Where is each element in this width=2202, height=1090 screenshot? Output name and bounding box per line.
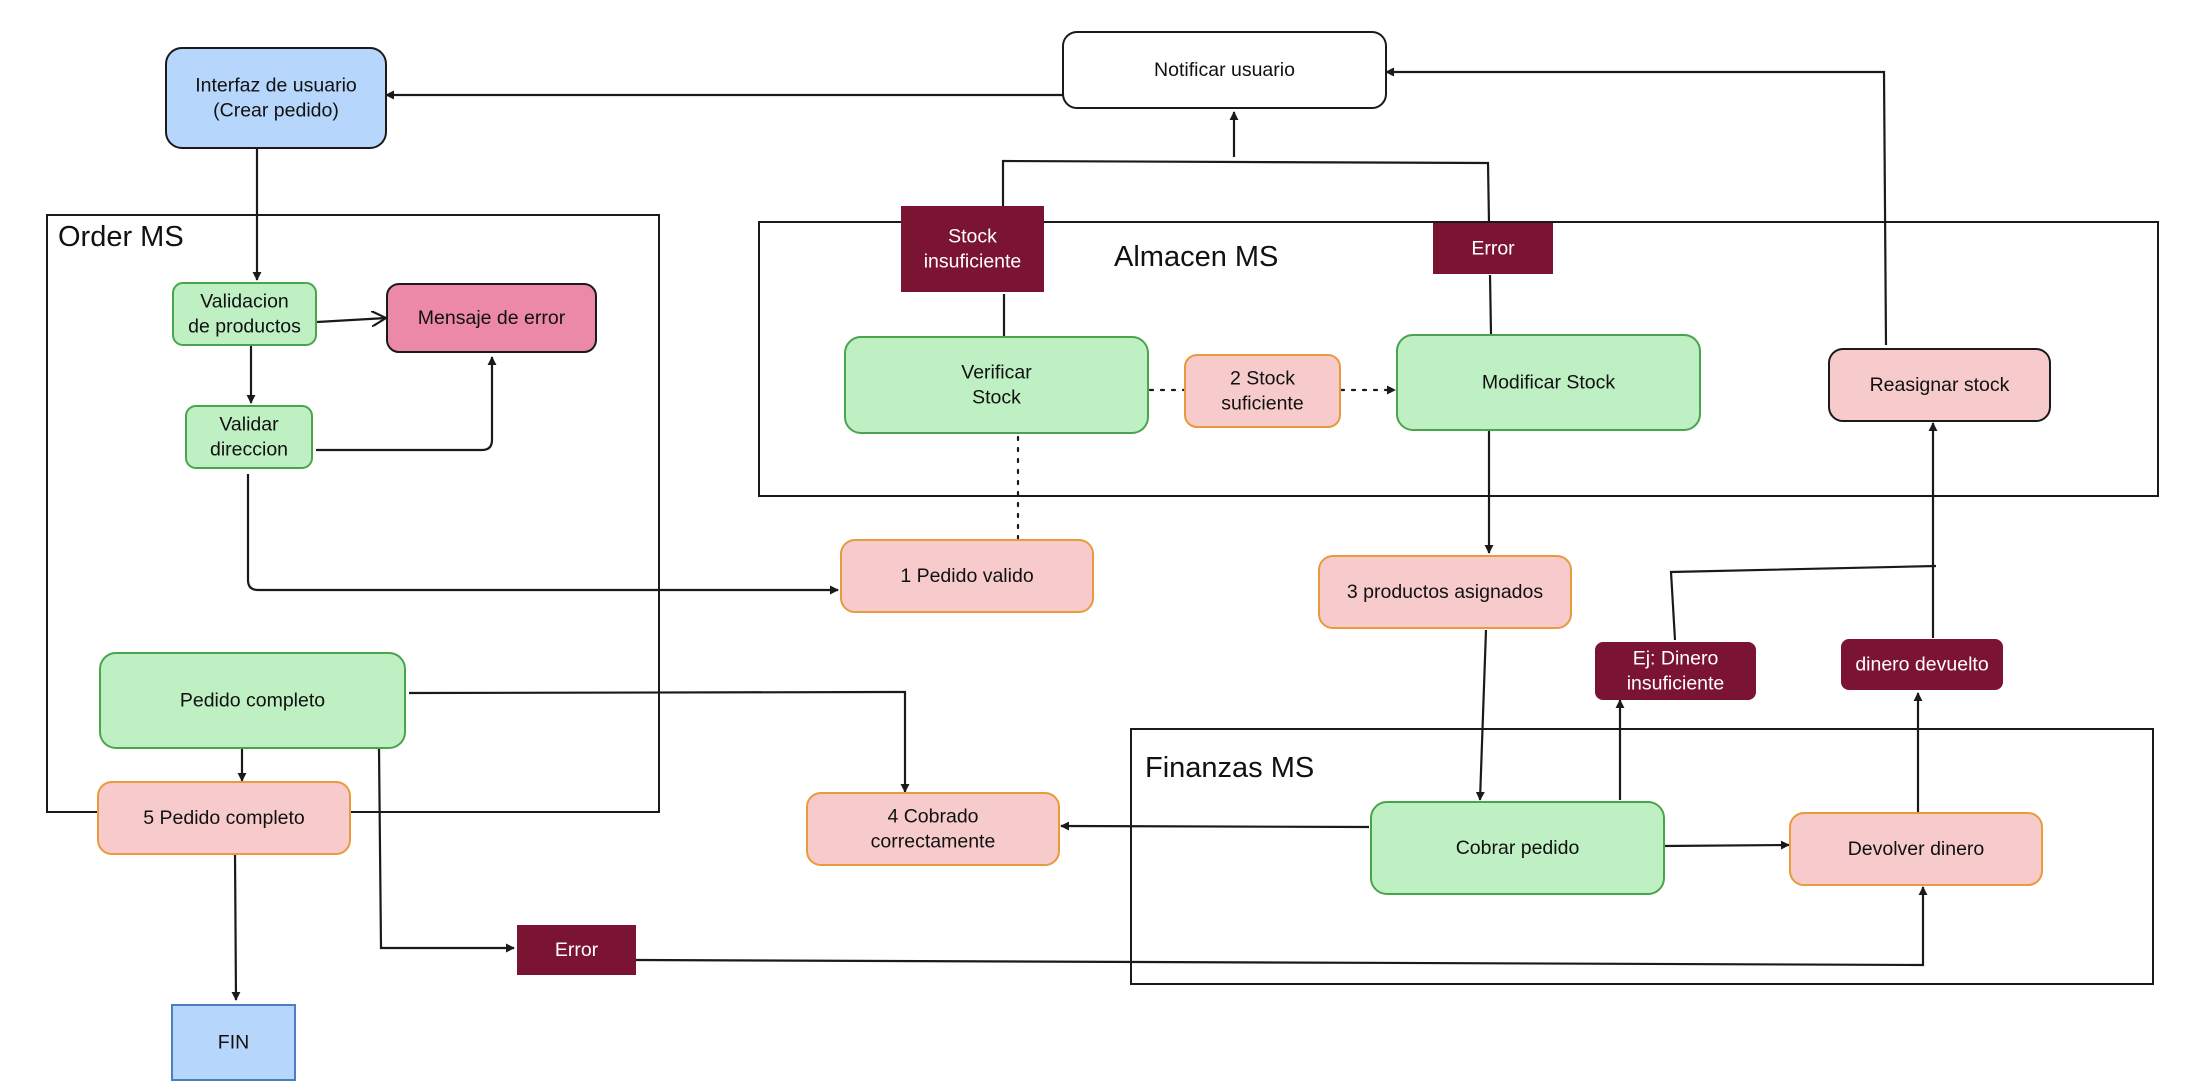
- node-stock-suficiente: 2 Stock suficiente: [1184, 354, 1341, 428]
- node-interfaz-label: (Crear pedido): [213, 100, 339, 122]
- node-productos-asignados-box: [1318, 555, 1572, 629]
- node-notificar-label: Notificar usuario: [1154, 59, 1295, 81]
- node-pedido-completo-step-label: 5 Pedido completo: [143, 807, 305, 829]
- node-stock-suficiente-box: [1184, 354, 1341, 428]
- region-almacen-ms-label: Almacen MS: [1114, 241, 1278, 273]
- edge-reasignar-to-notificar: [1385, 67, 1888, 346]
- node-productos-asignados-label: 3 productos asignados: [1347, 581, 1543, 603]
- node-verificar-stock-box: [844, 336, 1149, 434]
- node-interfaz: Interfaz de usuario (Crear pedido): [165, 47, 387, 149]
- node-reasignar-stock: Reasignar stock: [1828, 348, 2051, 422]
- edge-validacion-to-mensaje-error: [316, 318, 386, 322]
- region-finanzas-ms-label: Finanzas MS: [1145, 752, 1314, 784]
- region-almacen-ms: Almacen MS: [758, 221, 2159, 497]
- node-pedido-completo-step: 5 Pedido completo: [97, 781, 351, 855]
- edge-modificar-to-error: [1488, 274, 1493, 335]
- node-productos-asignados: 3 productos asignados: [1318, 555, 1572, 629]
- node-error-almacen-box: [1433, 223, 1553, 274]
- node-pedido-completo-main-box: [99, 652, 406, 749]
- node-fin-box: [171, 1004, 296, 1081]
- node-dinero-insuficiente-label: Ej: Dinero: [1633, 648, 1719, 670]
- edge-pedido-completo-to-error: [377, 747, 515, 953]
- node-stock-insuficiente-box: [901, 206, 1044, 292]
- edge-dinero-insuficiente-to-junction: [1669, 564, 1937, 641]
- node-mensaje-error-label: Mensaje de error: [418, 307, 566, 329]
- node-dinero-insuficiente-label: insuficiente: [1627, 673, 1725, 695]
- node-modificar-stock-label: Modificar Stock: [1482, 372, 1616, 394]
- node-pedido-valido: 1 Pedido valido: [840, 539, 1094, 613]
- node-cobrado: 4 Cobrado correctamente: [806, 792, 1060, 866]
- node-pedido-valido-label: 1 Pedido valido: [900, 565, 1034, 587]
- node-error-bottom-box: [517, 925, 636, 975]
- node-dinero-devuelto-box: [1841, 639, 2003, 690]
- region-order-ms: Order MS: [46, 214, 660, 813]
- edges: [231, 67, 1938, 1001]
- node-pedido-valido-box: [840, 539, 1094, 613]
- region-order-ms-label: Order MS: [58, 221, 184, 253]
- node-fin: FIN: [171, 1004, 296, 1081]
- node-cobrado-label: correctamente: [871, 831, 996, 853]
- node-verificar-stock-label: Stock: [972, 387, 1021, 409]
- node-pedido-completo-main-label: Pedido completo: [180, 690, 325, 712]
- node-notificar: Notificar usuario: [1062, 31, 1387, 109]
- node-cobrado-box: [806, 792, 1060, 866]
- node-error-almacen: Error: [1433, 223, 1553, 274]
- node-error-bottom-label: Error: [555, 939, 599, 961]
- nodes: Interfaz de usuario (Crear pedido) Notific…: [97, 31, 2051, 1081]
- edge-pedido-completo-to-cobrado: [408, 690, 910, 793]
- node-notificar-box: [1062, 31, 1387, 109]
- node-stock-suficiente-label: suficiente: [1221, 393, 1303, 415]
- node-stock-insuficiente-label: insuficiente: [924, 251, 1022, 273]
- node-error-almacen-label: Error: [1471, 238, 1515, 260]
- node-error-bottom: Error: [517, 925, 636, 975]
- region-finanzas-ms: Finanzas MS: [1130, 728, 2154, 985]
- node-dinero-devuelto-label: dinero devuelto: [1855, 654, 1989, 676]
- edge-error-to-devolver: [635, 886, 1928, 967]
- node-reasignar-stock-label: Reasignar stock: [1870, 374, 2010, 396]
- edge-stock-insuficiente-to-notificar: [1001, 159, 1491, 224]
- node-modificar-stock: Modificar Stock: [1396, 334, 1701, 431]
- node-stock-suficiente-label: 2 Stock: [1230, 368, 1295, 390]
- node-validar-direccion: Validar direccion: [185, 405, 313, 469]
- node-devolver-dinero-box: [1789, 812, 2043, 886]
- node-validar-direccion-box: [185, 405, 313, 469]
- node-dinero-insuficiente-box: [1595, 642, 1756, 700]
- node-devolver-dinero: Devolver dinero: [1789, 812, 2043, 886]
- node-verificar-stock-label: Verificar: [961, 362, 1032, 384]
- edge-cobrar-to-cobrado: [1060, 821, 1370, 831]
- node-validacion-box: [172, 282, 317, 346]
- node-mensaje-error: Mensaje de error: [386, 283, 597, 353]
- node-validar-direccion-label: direccion: [210, 439, 288, 461]
- node-cobrar-pedido-label: Cobrar pedido: [1456, 837, 1580, 859]
- node-pedido-completo-main: Pedido completo: [99, 652, 406, 749]
- node-validacion-label: Validacion: [200, 291, 289, 313]
- edge-productos-asignados-to-cobrar: [1475, 629, 1488, 801]
- edge-validar-direccion-to-pedido-valido: [246, 474, 839, 595]
- node-fin-label: FIN: [218, 1032, 249, 1054]
- node-dinero-insuficiente: Ej: Dinero insuficiente: [1595, 642, 1756, 700]
- edge-step-to-fin: [231, 852, 241, 1001]
- node-modificar-stock-box: [1396, 334, 1701, 431]
- edge-validar-direccion-to-mensaje-error: [316, 356, 497, 452]
- node-validacion: Validacion de productos: [172, 282, 317, 346]
- node-reasignar-stock-box: [1828, 348, 2051, 422]
- node-stock-insuficiente: Stock insuficiente: [901, 206, 1044, 292]
- node-devolver-dinero-label: Devolver dinero: [1848, 838, 1985, 860]
- node-validacion-label: de productos: [188, 316, 301, 338]
- node-validar-direccion-label: Validar: [219, 414, 279, 436]
- node-cobrado-label: 4 Cobrado: [887, 806, 978, 828]
- edge-cobrar-to-devolver: [1663, 840, 1790, 850]
- node-interfaz-label: Interfaz de usuario: [195, 75, 357, 97]
- node-mensaje-error-box: [386, 283, 597, 353]
- node-pedido-completo-step-box: [97, 781, 351, 855]
- node-interfaz-box: [165, 47, 387, 149]
- node-dinero-devuelto: dinero devuelto: [1841, 639, 2003, 690]
- node-stock-insuficiente-label: Stock: [948, 226, 997, 248]
- node-cobrar-pedido: Cobrar pedido: [1370, 801, 1665, 895]
- node-cobrar-pedido-box: [1370, 801, 1665, 895]
